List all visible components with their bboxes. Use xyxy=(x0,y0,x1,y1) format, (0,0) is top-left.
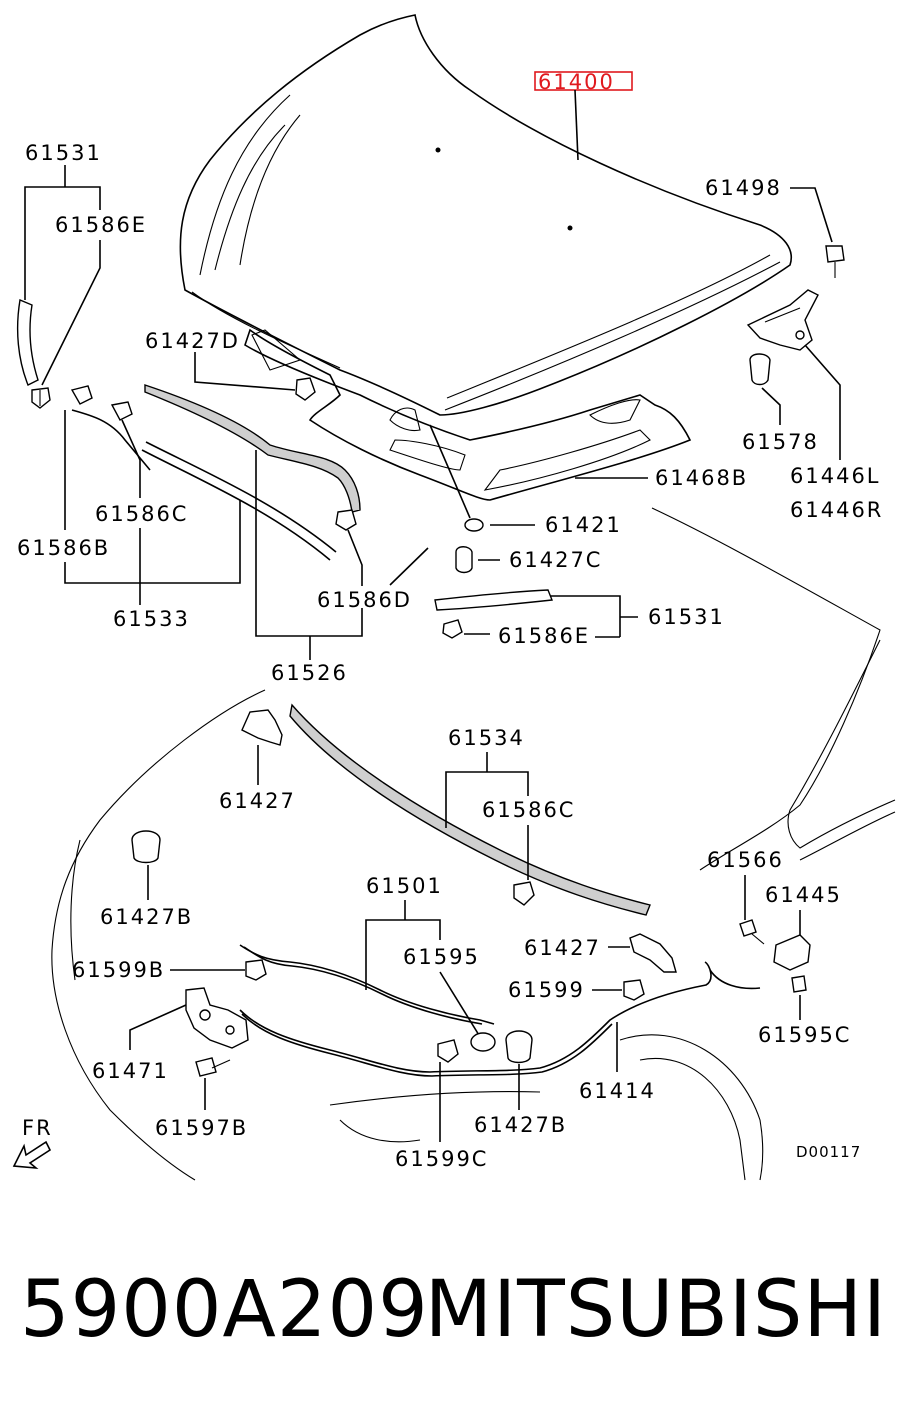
label-61427D[interactable]: 61427D xyxy=(145,329,240,353)
clip-61599B xyxy=(245,959,267,981)
label-61595[interactable]: 61595 xyxy=(403,945,480,969)
clip-61599 xyxy=(623,979,645,1001)
cable-61414 xyxy=(239,961,712,1073)
bolt-61498 xyxy=(825,245,845,278)
front-arrow-icon xyxy=(12,1140,52,1170)
label-61586C-top[interactable]: 61586C xyxy=(95,502,188,526)
clip-61586C-top xyxy=(110,401,133,421)
label-61599[interactable]: 61599 xyxy=(508,978,585,1002)
label-61586B[interactable]: 61586B xyxy=(17,536,110,560)
label-61531-right[interactable]: 61531 xyxy=(648,605,725,629)
label-61400[interactable]: 61400 xyxy=(538,70,615,94)
bolt-61597B xyxy=(195,1057,231,1077)
highlight-box xyxy=(534,71,633,91)
part-number: 5900A209 xyxy=(20,1265,429,1355)
label-61586D[interactable]: 61586D xyxy=(317,588,412,612)
label-61566[interactable]: 61566 xyxy=(707,848,784,872)
bracket-61427-right xyxy=(629,933,677,973)
label-61427-left[interactable]: 61427 xyxy=(219,789,296,813)
clip-61599C xyxy=(437,1039,459,1063)
cable-61501 xyxy=(239,944,495,1025)
grommet-61595 xyxy=(470,1032,496,1052)
label-61586E-right[interactable]: 61586E xyxy=(498,624,590,648)
clip-61586D xyxy=(335,509,357,531)
label-61446R[interactable]: 61446R xyxy=(790,498,883,522)
seal-strip-61533 xyxy=(141,441,337,561)
clip-61586C-mid xyxy=(513,881,535,906)
label-61421[interactable]: 61421 xyxy=(545,513,622,537)
clip-61586B xyxy=(70,385,93,405)
label-61427B-right[interactable]: 61427B xyxy=(474,1113,567,1137)
label-61533[interactable]: 61533 xyxy=(113,607,190,631)
bumper-61427B-left xyxy=(131,830,161,864)
hose-61533 xyxy=(71,409,151,471)
label-61586C-mid[interactable]: 61586C xyxy=(482,798,575,822)
screw-61566 xyxy=(739,919,765,945)
label-61471[interactable]: 61471 xyxy=(92,1059,169,1083)
label-61531-top[interactable]: 61531 xyxy=(25,141,102,165)
clip-61586E-left xyxy=(31,387,51,409)
grommet-61421 xyxy=(464,518,484,532)
label-61498[interactable]: 61498 xyxy=(705,176,782,200)
seal-strip-61526 xyxy=(144,384,361,513)
label-61526[interactable]: 61526 xyxy=(271,661,348,685)
label-61468B[interactable]: 61468B xyxy=(655,466,748,490)
bumper-61427D xyxy=(295,377,316,401)
label-61599B[interactable]: 61599B xyxy=(72,958,165,982)
label-61578[interactable]: 61578 xyxy=(742,430,819,454)
label-61595C[interactable]: 61595C xyxy=(758,1023,851,1047)
hood-hinge xyxy=(746,289,819,351)
bumper-61427C xyxy=(455,546,473,574)
bumper-61427B-right xyxy=(505,1030,533,1064)
label-61599C[interactable]: 61599C xyxy=(395,1147,488,1171)
hood-latch-61471 xyxy=(185,987,249,1049)
bracket-61427-left xyxy=(241,709,283,746)
seal-strip-61534 xyxy=(289,703,651,916)
label-fr: FR xyxy=(22,1116,53,1140)
label-61445[interactable]: 61445 xyxy=(765,883,842,907)
clip-61586E-right xyxy=(442,619,463,639)
label-61446L[interactable]: 61446L xyxy=(790,464,881,488)
label-61414[interactable]: 61414 xyxy=(579,1079,656,1103)
bumper-61578 xyxy=(749,353,771,386)
weatherstrip-left xyxy=(16,299,39,386)
fender-outline-right xyxy=(651,507,881,871)
lock-61445 xyxy=(773,934,811,971)
brand-name: MITSUBISHI xyxy=(424,1265,887,1355)
fender-outline-left xyxy=(51,689,266,1181)
weatherstrip-right xyxy=(434,589,553,611)
hood-insulator xyxy=(244,328,692,501)
label-61597B[interactable]: 61597B xyxy=(155,1116,248,1140)
label-61586E-top[interactable]: 61586E xyxy=(55,213,147,237)
label-61427-right[interactable]: 61427 xyxy=(524,936,601,960)
label-61427C[interactable]: 61427C xyxy=(509,548,602,572)
label-61427B-left[interactable]: 61427B xyxy=(100,905,193,929)
clip-61595C xyxy=(791,975,807,993)
reference-code: D00117 xyxy=(796,1143,861,1161)
label-61534[interactable]: 61534 xyxy=(448,726,525,750)
hood-panel xyxy=(179,14,792,416)
label-61501[interactable]: 61501 xyxy=(366,874,443,898)
footer: 5900A209 MITSUBISHI xyxy=(0,1265,909,1375)
